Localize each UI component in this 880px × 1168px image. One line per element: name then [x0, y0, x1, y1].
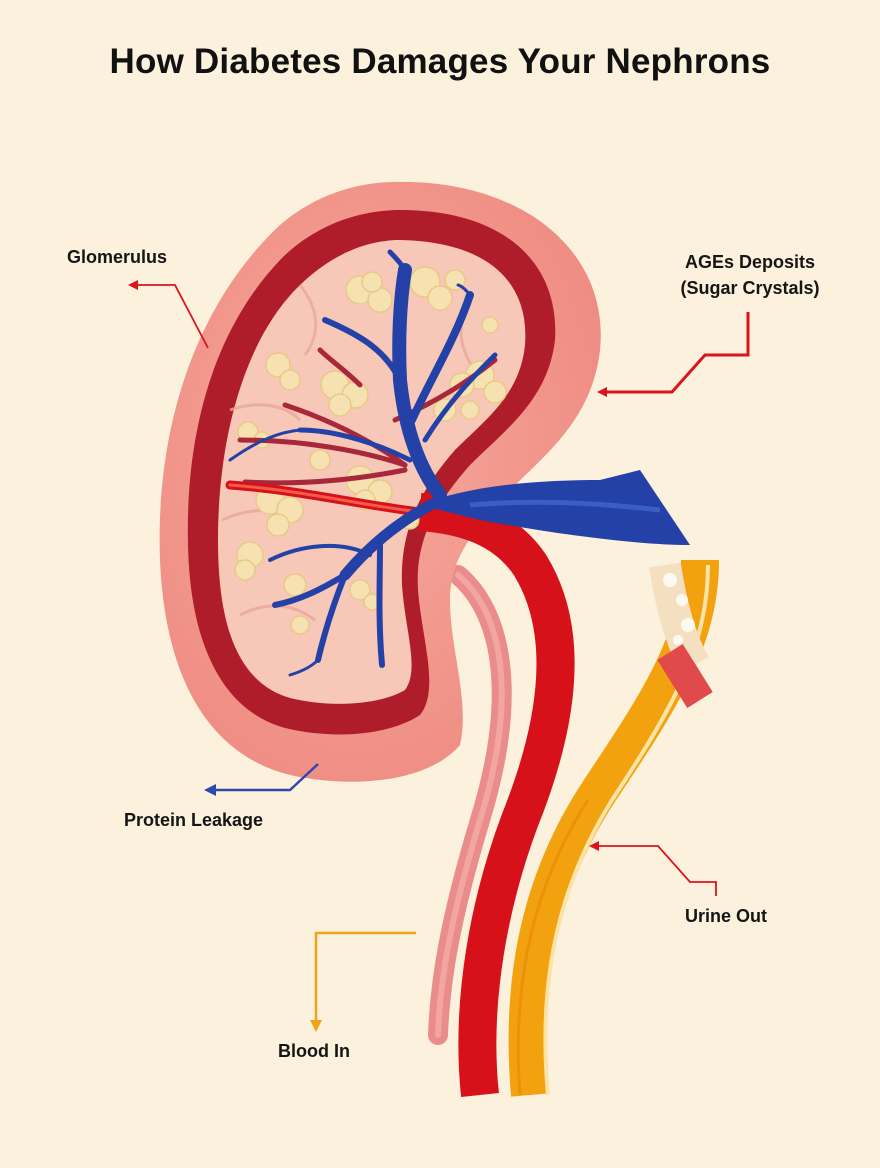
- ages-label-line1: AGEs Deposits: [684, 252, 816, 272]
- callout-protein: [204, 763, 319, 796]
- protein-leakage-label: Protein Leakage: [124, 810, 264, 830]
- callout-urine: [589, 841, 717, 896]
- diagram-title: How Diabetes Damages Your Nephrons: [109, 42, 771, 81]
- urine-out-label: Urine Out: [685, 906, 768, 926]
- glomerulus-label: Glomerulus: [67, 247, 168, 267]
- callout-glomerulus: [128, 280, 209, 349]
- renal-vein: [420, 470, 690, 545]
- callout-blood: [310, 931, 416, 1032]
- ages-label-line2: (Sugar Crystals): [680, 278, 820, 298]
- ages-deposits-label: AGEs Deposits (Sugar Crystals): [670, 249, 830, 301]
- vein-branches: [228, 249, 498, 677]
- renal-artery: [418, 493, 575, 1097]
- callout-ages: [597, 312, 750, 397]
- blood-in-label: Blood In: [278, 1041, 350, 1061]
